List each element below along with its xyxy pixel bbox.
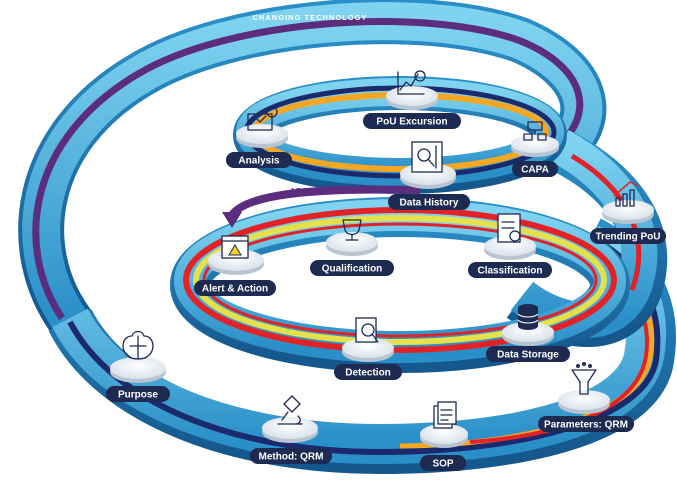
node-classification[interactable]: Classification [468, 213, 552, 278]
node-label-pou-excursion: PoU Excursion [376, 117, 447, 128]
node-label-parameters-qrm: Parameters: QRM [544, 420, 628, 431]
node-sop[interactable]: SOP [420, 401, 468, 471]
node-label-detection: Detection [345, 368, 391, 379]
node-parameters-qrm[interactable]: Parameters: QRM [538, 362, 634, 432]
middle-ring [170, 197, 630, 373]
node-data-storage[interactable]: Data Storage [486, 304, 570, 362]
band-label-changing-technology: CHANGING TECHNOLOGY [253, 13, 368, 22]
line-chart-icon [397, 70, 426, 95]
node-label-sop: SOP [432, 459, 453, 470]
outer-ribbon [18, 0, 607, 343]
node-qualification[interactable]: Qualification [310, 219, 394, 276]
brain-icon [122, 330, 154, 360]
node-label-data-history: Data History [400, 198, 459, 209]
database-icon [517, 304, 539, 330]
trophy-icon [342, 219, 362, 241]
warning-window-icon [221, 235, 249, 259]
node-label-purpose: Purpose [118, 390, 158, 401]
node-capa[interactable]: CAPA [511, 121, 559, 177]
node-method-qrm[interactable]: Method: QRM [250, 395, 332, 464]
microscope-icon [277, 395, 303, 425]
node-label-capa: CAPA [521, 165, 549, 176]
node-label-alert-action: Alert & Action [202, 284, 268, 295]
magnifier-document-icon [355, 317, 379, 343]
node-label-method-qrm: Method: QRM [259, 452, 324, 463]
band-label-adjusting: ADJUSTING [290, 186, 342, 195]
documents-search-icon [411, 141, 443, 173]
node-label-analysis: Analysis [238, 156, 280, 167]
document-icon [433, 401, 457, 429]
node-detection[interactable]: Detection [334, 317, 402, 380]
node-trending-pou[interactable]: Trending PoU [590, 181, 666, 244]
funnel-icon [571, 362, 597, 395]
node-alert-action[interactable]: Alert & Action [194, 235, 276, 296]
node-pou-excursion[interactable]: PoU Excursion [363, 70, 461, 129]
node-label-qualification: Qualification [322, 264, 383, 275]
node-label-trending-pou: Trending PoU [596, 232, 661, 243]
flowchart-icon [523, 121, 547, 141]
node-label-data-storage: Data Storage [497, 350, 559, 361]
adjusting-band [222, 185, 421, 228]
monitor-icon [247, 106, 278, 131]
node-analysis[interactable]: Analysis [226, 106, 292, 168]
bar-chart-icon [613, 181, 639, 207]
node-label-classification: Classification [477, 266, 542, 277]
node-data-history[interactable]: Data History [388, 141, 470, 210]
node-purpose[interactable]: Purpose [106, 330, 170, 403]
checklist-icon [497, 213, 521, 243]
